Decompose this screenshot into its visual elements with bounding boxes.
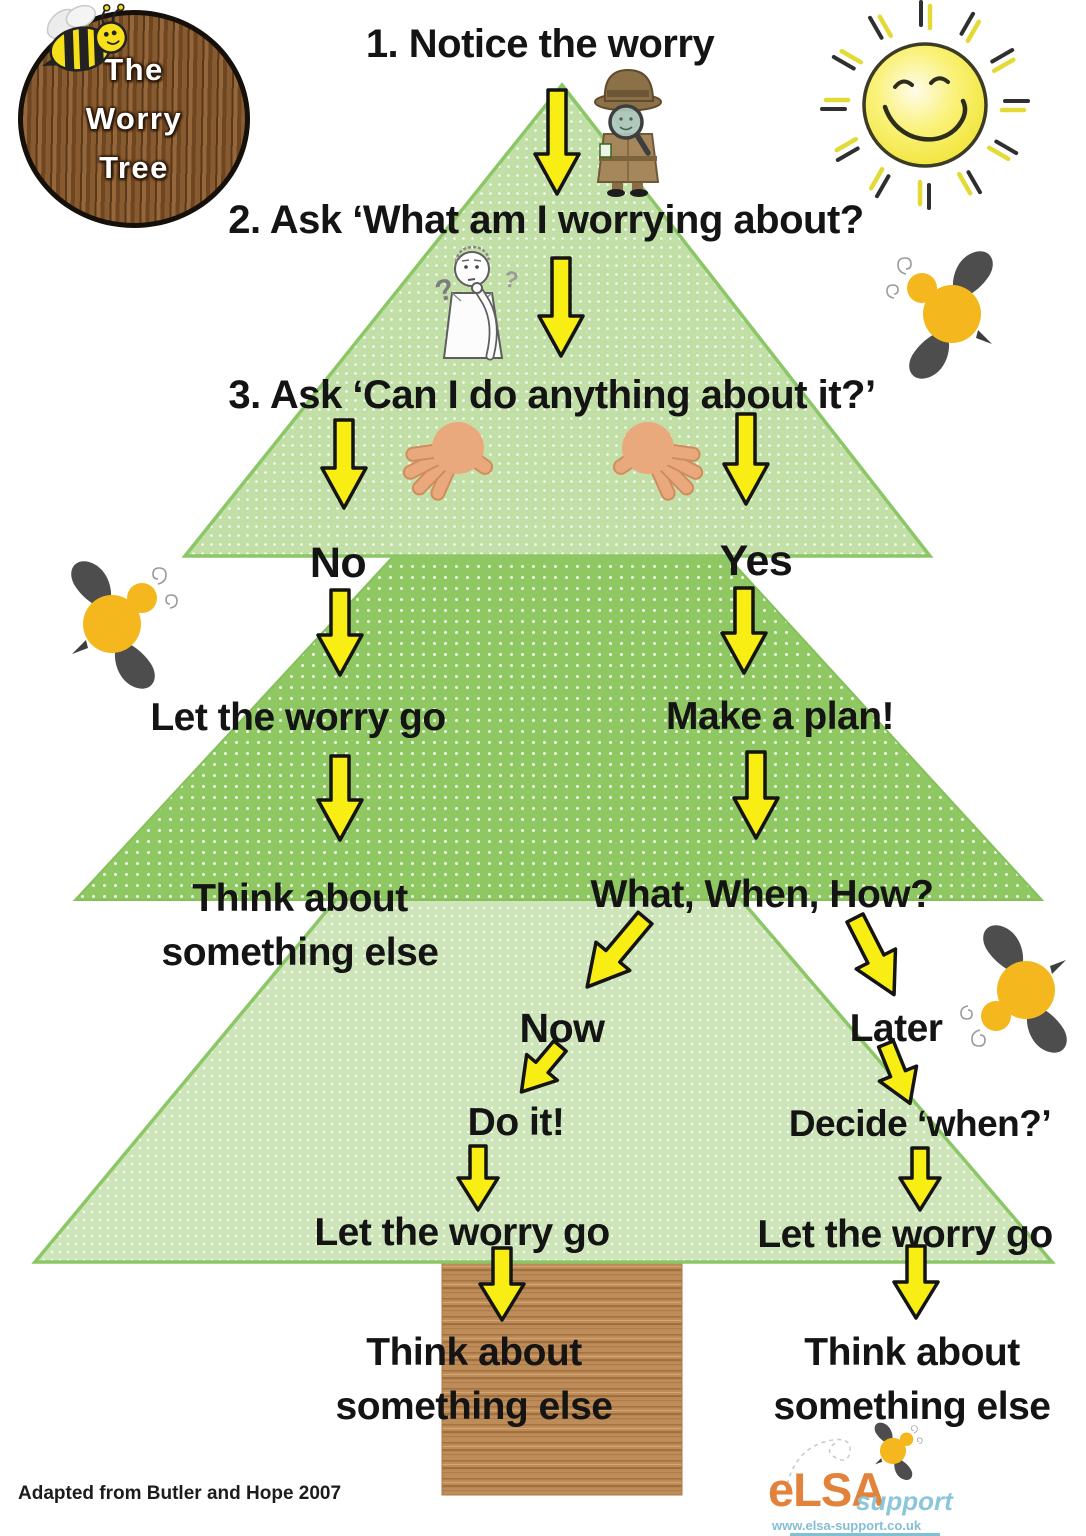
now-think-line2: something else [335, 1384, 613, 1428]
step-1-label: 1. Notice the worry [365, 22, 715, 66]
diagonal-arrow-icon [519, 1039, 568, 1094]
open-hand-left-icon [402, 422, 494, 501]
elsa-logo-underline [790, 1533, 940, 1536]
tree-bottom-tier [31, 657, 1056, 1264]
now-let-worry-go-label: Let the worry go [314, 1211, 610, 1254]
decide-when-label: Decide ‘when?’ [788, 1103, 1052, 1144]
flow-arrows [316, 88, 942, 1322]
diagonal-arrow-icon [876, 1039, 919, 1106]
elsa-logo-brand: eLSA [768, 1463, 885, 1516]
open-hand-right-icon [612, 422, 704, 501]
badge-title-line2: Worry [85, 101, 183, 136]
now-label: Now [519, 1005, 605, 1051]
elsa-logo-url: www.elsa-support.co.uk [772, 1518, 922, 1533]
do-it-label: Do it! [467, 1101, 565, 1144]
thinking-boy-icon: ? ? [432, 245, 520, 361]
down-arrow-icon [316, 754, 364, 842]
no-think-line1: Think about [192, 877, 408, 920]
make-a-plan-label: Make a plan! [665, 695, 895, 738]
down-arrow-icon [533, 88, 581, 196]
down-arrow-icon [478, 1246, 526, 1322]
step-2-label: 2. Ask ‘What am I worrying about? [228, 198, 864, 242]
now-think-line1: Think about [366, 1331, 582, 1374]
no-let-worry-go-label: Let the worry go [150, 696, 446, 739]
svg-text:?: ? [502, 265, 520, 293]
branch-yes-label: Yes [719, 537, 793, 585]
detective-kid-icon [594, 68, 662, 197]
badge-title-line1: The [104, 52, 164, 87]
down-arrow-icon [537, 256, 585, 358]
later-think-something-else-label: Think about something else [774, 1326, 1051, 1434]
down-arrow-icon [892, 1244, 940, 1320]
diagonal-arrow-icon [845, 912, 898, 997]
credit-text: Adapted from Butler and Hope 2007 [18, 1483, 342, 1504]
no-think-line2: something else [161, 930, 439, 974]
abstract-bee-icon [887, 251, 993, 378]
now-think-something-else-label: Think about something else [336, 1326, 613, 1434]
down-arrow-icon [898, 1146, 942, 1212]
elsa-logo-suffix: support [856, 1486, 953, 1516]
abstract-bee-icon [961, 925, 1067, 1052]
abstract-bee-icon [71, 561, 177, 688]
diagonal-arrow-icon [585, 910, 654, 989]
no-think-something-else-label: Think about something else [162, 872, 439, 980]
step-3-label: 3. Ask ‘Can I do anything about it?’ [228, 373, 876, 417]
down-arrow-icon [320, 418, 368, 510]
down-arrow-icon [720, 586, 768, 675]
badge-title-line3: Tree [99, 150, 169, 185]
tree-trunk [441, 1261, 683, 1496]
open-hands-icon [402, 422, 704, 501]
bee-flight-trail [785, 1438, 851, 1493]
sun-icon [820, 0, 1030, 210]
later-let-worry-go-label: Let the worry go [757, 1213, 1053, 1256]
down-arrow-icon [732, 750, 780, 840]
down-arrow-icon [456, 1144, 500, 1212]
branch-no-label: No [309, 539, 367, 587]
later-label: Later [849, 1007, 943, 1050]
down-arrow-icon [316, 588, 364, 677]
down-arrow-icon [722, 412, 770, 506]
later-think-line1: Think about [804, 1331, 1020, 1374]
cartoon-bee-icon [41, 3, 128, 75]
later-think-line2: something else [773, 1384, 1051, 1428]
what-when-how-label: What, When, How? [590, 873, 934, 916]
